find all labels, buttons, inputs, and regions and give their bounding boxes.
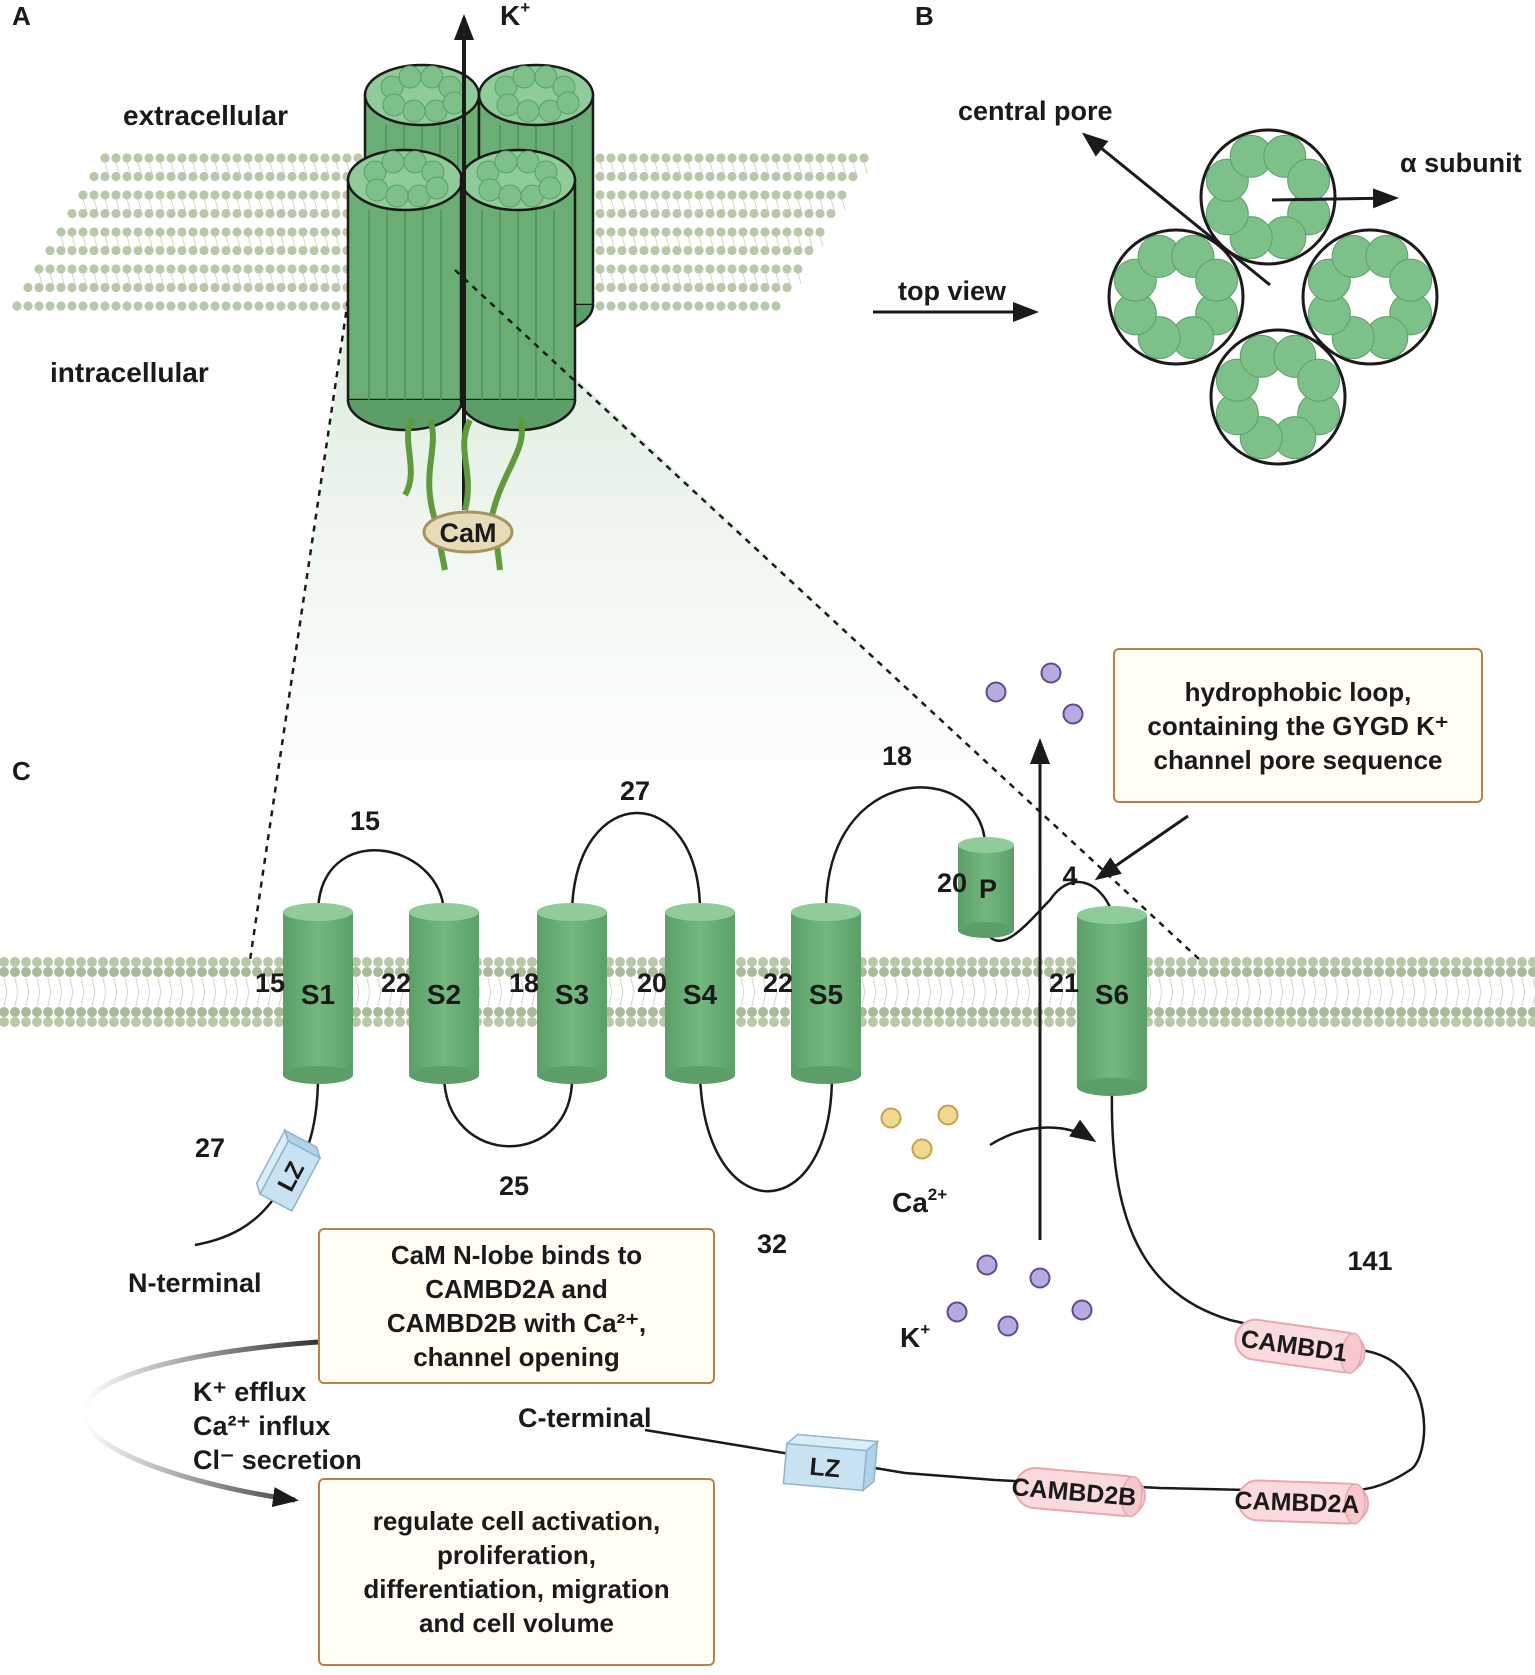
panel-label-c: C	[12, 756, 31, 786]
helix-label: S6	[1095, 979, 1129, 1010]
helix-s3: S3	[537, 903, 607, 1084]
intracellular-label: intracellular	[50, 357, 209, 388]
alpha-subunit-circle	[1107, 228, 1245, 366]
helix-label: S2	[427, 979, 461, 1010]
helix-length: 22	[381, 968, 411, 998]
alpha-subunit-circle	[1209, 328, 1347, 466]
helix-label: S1	[301, 979, 335, 1010]
cambd1-domain: CAMBD1	[1234, 1318, 1366, 1374]
effects-arrow	[81, 1339, 319, 1508]
alpha-subunit-arrow	[1271, 188, 1399, 209]
loops	[194, 786, 1426, 1494]
k-ion-label-a: K+	[500, 0, 530, 31]
panel-label-b: B	[915, 1, 934, 31]
loop-s4-s5-length: 32	[757, 1229, 787, 1259]
helix-s1: S1	[283, 903, 353, 1084]
n-term-length: 27	[195, 1133, 225, 1163]
helix-label: S4	[683, 979, 718, 1010]
alpha-subunit-label: α subunit	[1400, 148, 1522, 178]
ions	[880, 662, 1093, 1337]
ca-label: Ca2+	[892, 1185, 947, 1218]
tm-helices: S1 S2 S3 S4 S5 S6	[283, 903, 1147, 1096]
helix-label: S5	[809, 979, 843, 1010]
regulate-box: regulate cell activation, proliferation,…	[318, 1478, 715, 1666]
pore-length: 20	[937, 868, 967, 898]
helix-s4: S4	[665, 903, 735, 1084]
ca-influx-arrow	[989, 1119, 1097, 1147]
ca-ion	[937, 1104, 959, 1126]
channel-3d	[346, 63, 595, 432]
helix-length: 22	[763, 968, 793, 998]
panel-label-a: A	[12, 1, 31, 31]
pore-label: P	[979, 874, 997, 904]
cam-ellipse	[422, 510, 514, 554]
k-ion	[1029, 1267, 1051, 1289]
effect-cl-secretion: Cl⁻ secretion	[193, 1445, 362, 1475]
k-label-c: K+	[900, 1320, 930, 1353]
lz-c-term: LZ	[782, 1433, 880, 1493]
lz-n-term: LZ	[255, 1128, 322, 1212]
loop-s1-s2-length: 15	[350, 806, 380, 836]
k-ion	[976, 1254, 998, 1276]
extracellular-label: extracellular	[123, 100, 288, 131]
helix-length: 18	[509, 968, 539, 998]
central-pore-label: central pore	[958, 96, 1113, 126]
cam-label: CaM	[439, 518, 496, 548]
effect-ca-influx: Ca²⁺ influx	[193, 1411, 330, 1441]
ca-ion	[911, 1138, 933, 1160]
loop-p-s6-length: 4	[1062, 861, 1077, 891]
zoom-line-right	[454, 269, 1201, 961]
cambd2a-label: CAMBD2A	[1234, 1487, 1360, 1519]
cam-binding-box: CaM N-lobe binds to CAMBD2A and CAMBD2B …	[318, 1228, 715, 1384]
zoom-wedge	[250, 265, 1200, 960]
k-ion	[1040, 662, 1062, 684]
segment-lengths: 15 22 18 20 22 21	[255, 968, 1079, 998]
c-terminal-label: C-terminal	[518, 1403, 652, 1433]
cambd2a-domain: CAMBD2A	[1234, 1479, 1369, 1525]
membrane-c-leaflet	[0, 1007, 1535, 1027]
hydrophobic-arrow	[1094, 814, 1189, 881]
central-pore-arrow	[1081, 132, 1271, 287]
helix-s2: S2	[409, 903, 479, 1084]
loop-s3-s4-length: 27	[620, 776, 650, 806]
k-ion	[985, 681, 1007, 703]
alpha-subunit-circle	[1199, 128, 1337, 266]
loop-s2-s3-length: 25	[499, 1171, 529, 1201]
helix-s6: S6	[1077, 906, 1147, 1096]
zoom-line-left	[248, 299, 350, 961]
helix-s5: S5	[791, 903, 861, 1084]
effect-k-efflux: K⁺ efflux	[193, 1377, 306, 1407]
channel-subunit	[346, 148, 464, 432]
ca-ion	[880, 1107, 902, 1129]
alpha-subunit-circle	[1301, 228, 1439, 366]
n-terminal-label: N-terminal	[128, 1268, 262, 1298]
hydrophobic-loop-box: hydrophobic loop, containing the GYGD K⁺…	[1113, 648, 1483, 803]
helix-length: 15	[255, 968, 285, 998]
top-view-label: top view	[898, 276, 1007, 306]
channel-subunit	[459, 148, 577, 432]
helix-length: 20	[637, 968, 667, 998]
helix-label: S3	[555, 979, 589, 1010]
pore-helix: P	[958, 837, 1014, 938]
helix-length: 21	[1049, 968, 1079, 998]
top-view-tetramer	[1107, 128, 1439, 466]
c-term-length: 141	[1347, 1246, 1392, 1276]
k-ion	[1071, 1299, 1093, 1321]
cambd2b-domain: CAMBD2B	[1010, 1467, 1146, 1518]
loop-s5-p-length: 18	[882, 741, 912, 771]
lz-label-c: LZ	[808, 1453, 841, 1484]
k-ion	[946, 1301, 968, 1323]
k-ion	[997, 1315, 1019, 1337]
k-ion	[1062, 703, 1084, 725]
